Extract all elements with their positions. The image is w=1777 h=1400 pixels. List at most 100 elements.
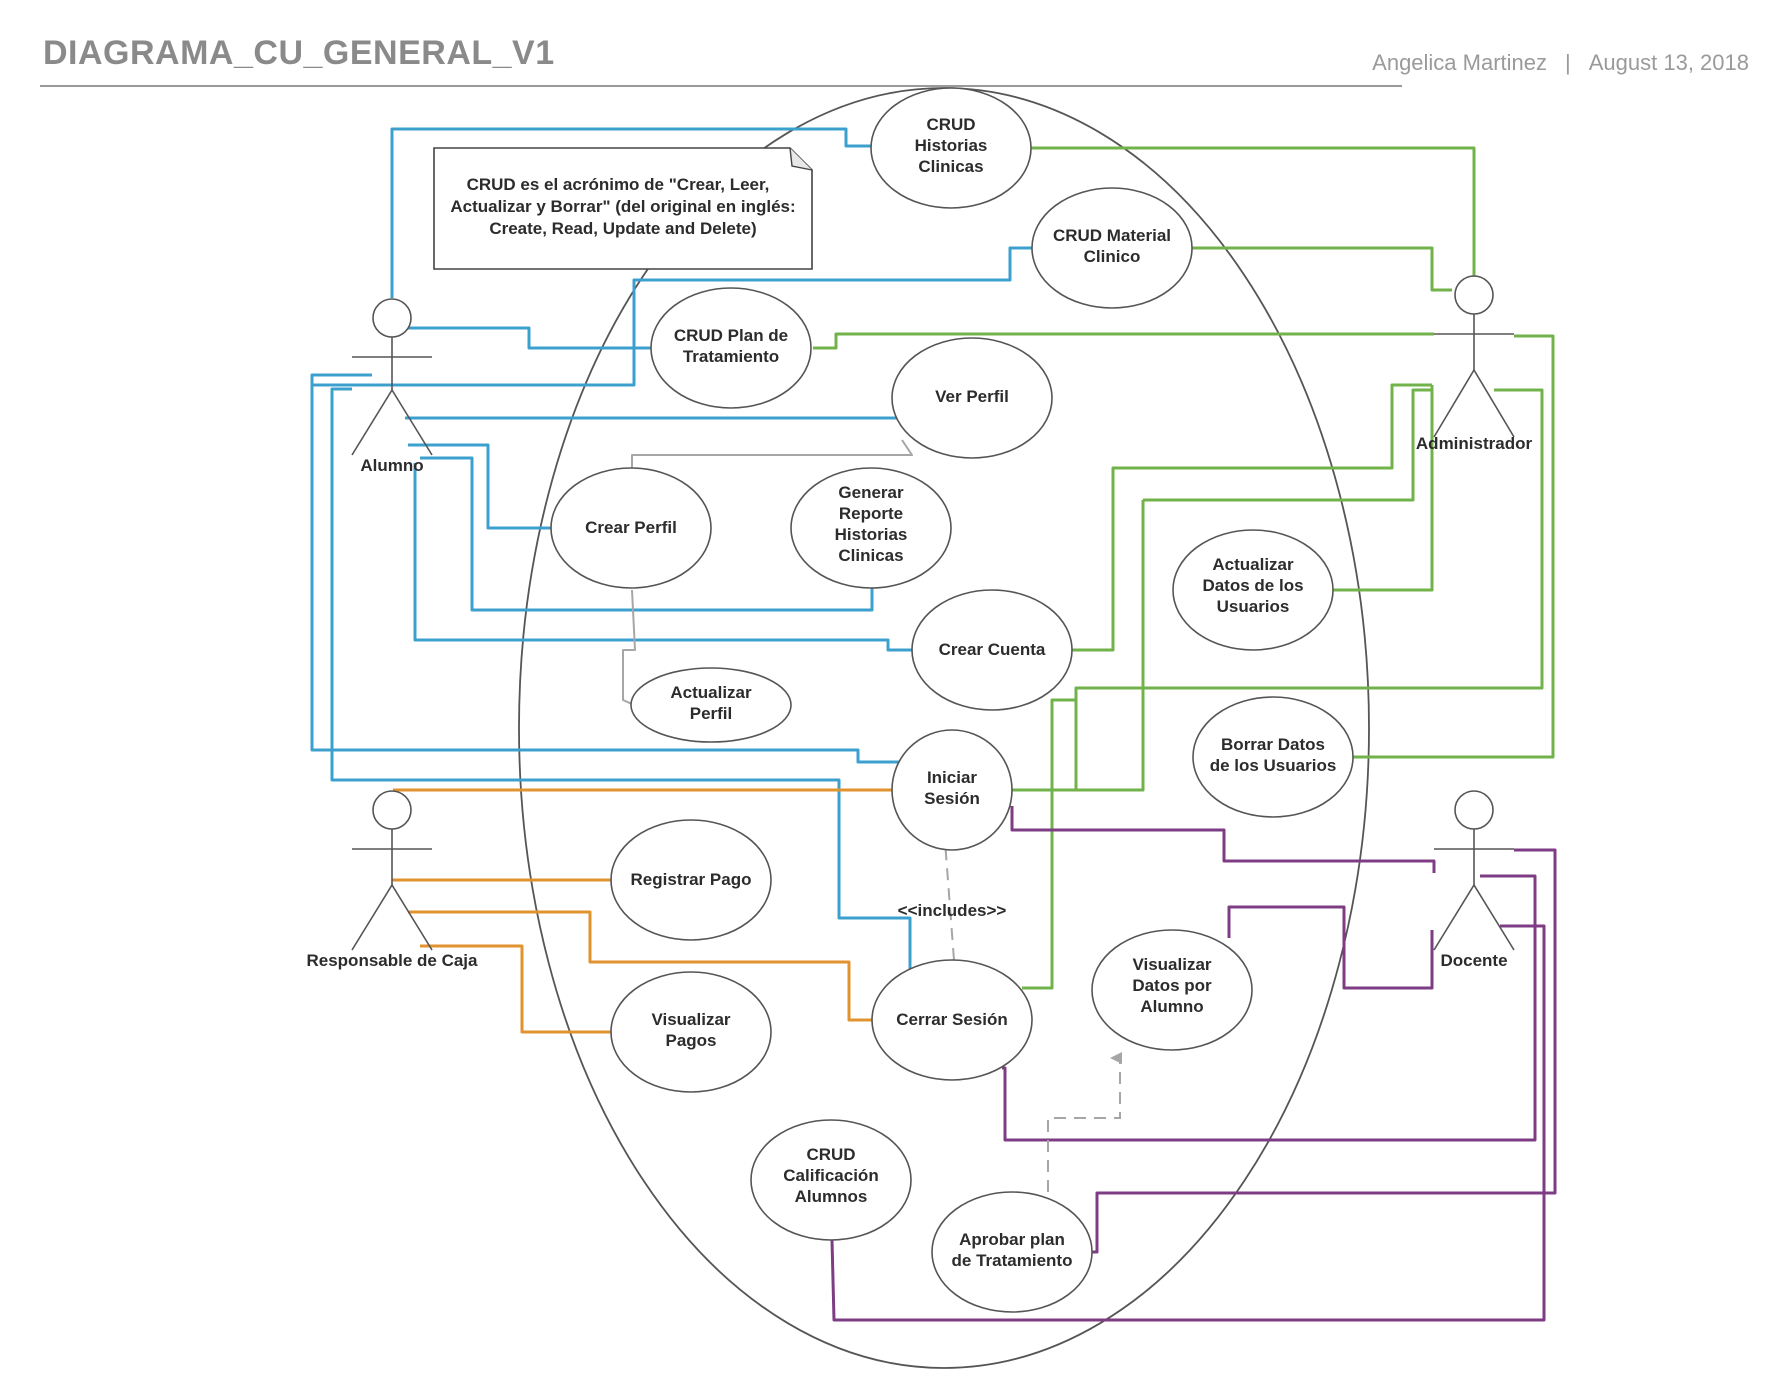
use-case-label: Borrar Datos [1221, 735, 1325, 754]
actor-label-administrador: Administrador [1416, 434, 1533, 453]
alumno-to-iniciar-sesion [310, 373, 899, 764]
actor-legs [351, 883, 433, 951]
use-case-label: Actualizar [670, 683, 752, 702]
use-case-label: Clinicas [918, 157, 983, 176]
docente-to-visualizar-datos [1227, 905, 1434, 990]
use-case-iniciar-sesion[interactable]: Iniciar Sesión [891, 729, 1013, 851]
admin-to-borrar-datos [1353, 334, 1555, 759]
actor-label-responsable-caja: Responsable de Caja [306, 951, 478, 970]
admin-to-crud-historias [1031, 146, 1476, 282]
admin-to-crear-cuenta [1072, 383, 1432, 652]
admin-to-actualizar-datos [1333, 385, 1434, 592]
use-case-ellipse [550, 467, 712, 589]
use-case-label: Registrar Pago [631, 870, 752, 889]
use-case-ellipse [630, 667, 792, 743]
use-case-generar-reporte[interactable]: Generar Reporte Historias Clinicas [790, 467, 952, 589]
actor-legs [1433, 368, 1515, 438]
use-case-label: Alumno [1140, 997, 1203, 1016]
use-case-visualizar-datos[interactable]: Visualizar Datos por Alumno [1091, 929, 1253, 1051]
use-case-label: de los Usuarios [1210, 756, 1337, 775]
use-case-label: Datos por [1132, 976, 1212, 995]
use-case-label: Historias [915, 136, 988, 155]
use-case-label: Iniciar [927, 768, 977, 787]
use-case-ellipse [610, 819, 772, 941]
use-case-label: Clinicas [838, 546, 903, 565]
alumno-to-cerrar-sesion [330, 387, 912, 970]
note-line-2: Actualizar y Borrar" (del original en in… [450, 197, 795, 216]
use-case-ellipse [790, 467, 952, 589]
use-case-crear-perfil[interactable]: Crear Perfil [550, 467, 712, 589]
use-case-ellipse [1192, 696, 1354, 818]
use-case-label: Cerrar Sesión [896, 1010, 1008, 1029]
alumno-to-crud-plan [408, 326, 652, 350]
use-case-borrar-datos[interactable]: Borrar Datos de los Usuarios [1192, 696, 1354, 818]
caja-to-cerrar-sesion [408, 910, 874, 1022]
docente-to-crud-calificacion [830, 924, 1546, 1322]
use-case-aprobar-plan[interactable]: Aprobar plan de Tratamiento [931, 1191, 1093, 1313]
note-line-3: Create, Read, Update and Delete) [489, 219, 756, 238]
use-case-registrar-pago[interactable]: Registrar Pago [610, 819, 772, 941]
author-name: Angelica Martinez [1372, 50, 1548, 75]
ver-perfil-to-crear-perfil [631, 439, 913, 472]
use-case-actualizar-datos[interactable]: Actualizar Datos de los Usuarios [1172, 529, 1334, 651]
use-case-cerrar-sesion[interactable]: Cerrar Sesión [871, 959, 1033, 1081]
use-case-label: Pagos [665, 1031, 716, 1050]
includes-label: <<includes>> [898, 901, 1007, 920]
admin-to-crud-plan [813, 332, 1434, 350]
actor-legs [1433, 883, 1515, 951]
alumno-to-crear-perfil [408, 443, 551, 530]
use-case-ellipse [650, 287, 812, 409]
docente-to-cerrar-sesion [1002, 874, 1537, 1142]
use-case-label: Crear Cuenta [939, 640, 1046, 659]
admin-to-iniciar-sesion-upper [1143, 388, 1432, 502]
use-case-visualizar-pagos[interactable]: Visualizar Pagos [610, 971, 772, 1093]
admin-to-iniciar-sesion-lower [1012, 500, 1145, 792]
actor-head [1454, 790, 1494, 830]
use-case-ellipse [891, 337, 1053, 459]
use-case-ellipse [1091, 929, 1253, 1051]
use-case-label: Visualizar [1132, 955, 1211, 974]
caja-connectors [392, 788, 892, 1034]
actor-head [372, 298, 412, 338]
crud-note: CRUD es el acrónimo de "Crear, Leer, Act… [433, 147, 813, 270]
use-case-ver-perfil[interactable]: Ver Perfil [891, 337, 1053, 459]
use-case-ellipse [871, 959, 1033, 1081]
use-case-label: Alumnos [795, 1187, 868, 1206]
use-case-label: Usuarios [1217, 597, 1290, 616]
actor-administrador[interactable]: Administrador [1416, 275, 1533, 453]
actor-label-alumno: Alumno [360, 456, 423, 475]
use-case-label: Reporte [839, 504, 903, 523]
use-case-ellipse [911, 589, 1073, 711]
use-case-label: Crear Perfil [585, 518, 677, 537]
use-case-crud-historias[interactable]: CRUD Historias Clinicas [870, 87, 1032, 209]
use-case-label: Visualizar [651, 1010, 730, 1029]
use-case-label: CRUD [926, 115, 975, 134]
actor-alumno[interactable]: Alumno [351, 298, 433, 475]
admin-to-session-branch [1052, 688, 1078, 702]
use-case-label: Perfil [690, 704, 733, 723]
actor-responsable-caja[interactable]: Responsable de Caja [306, 790, 478, 970]
use-case-crear-cuenta[interactable]: Crear Cuenta [911, 589, 1073, 711]
use-case-crud-calificacion[interactable]: CRUD Calificación Alumnos [750, 1119, 912, 1241]
alumno-to-generar-reporte [420, 456, 874, 612]
use-case-crud-material[interactable]: CRUD Material Clinico [1031, 187, 1193, 309]
docente-connectors [830, 806, 1557, 1322]
use-case-ellipse [891, 729, 1013, 851]
use-case-label: CRUD Plan de [674, 326, 788, 345]
administrador-connectors [813, 146, 1555, 990]
use-case-label: Calificación [783, 1166, 878, 1185]
actor-head [1454, 275, 1494, 315]
docente-to-aprobar-plan [1092, 848, 1557, 1254]
use-case-ellipse [870, 87, 1032, 209]
admin-to-crud-material [1192, 246, 1452, 292]
diagram-date: August 13, 2018 [1588, 50, 1749, 75]
actor-legs [351, 388, 433, 456]
actor-docente[interactable]: Docente [1433, 790, 1515, 970]
use-case-ellipse [750, 1119, 912, 1241]
use-case-actualizar-perfil[interactable]: Actualizar Perfil [630, 667, 792, 743]
alumno-to-crud-historias [390, 127, 872, 298]
use-case-ellipse [610, 971, 772, 1093]
use-case-crud-plan[interactable]: CRUD Plan de Tratamiento [650, 287, 812, 409]
use-case-label: Sesión [924, 789, 980, 808]
